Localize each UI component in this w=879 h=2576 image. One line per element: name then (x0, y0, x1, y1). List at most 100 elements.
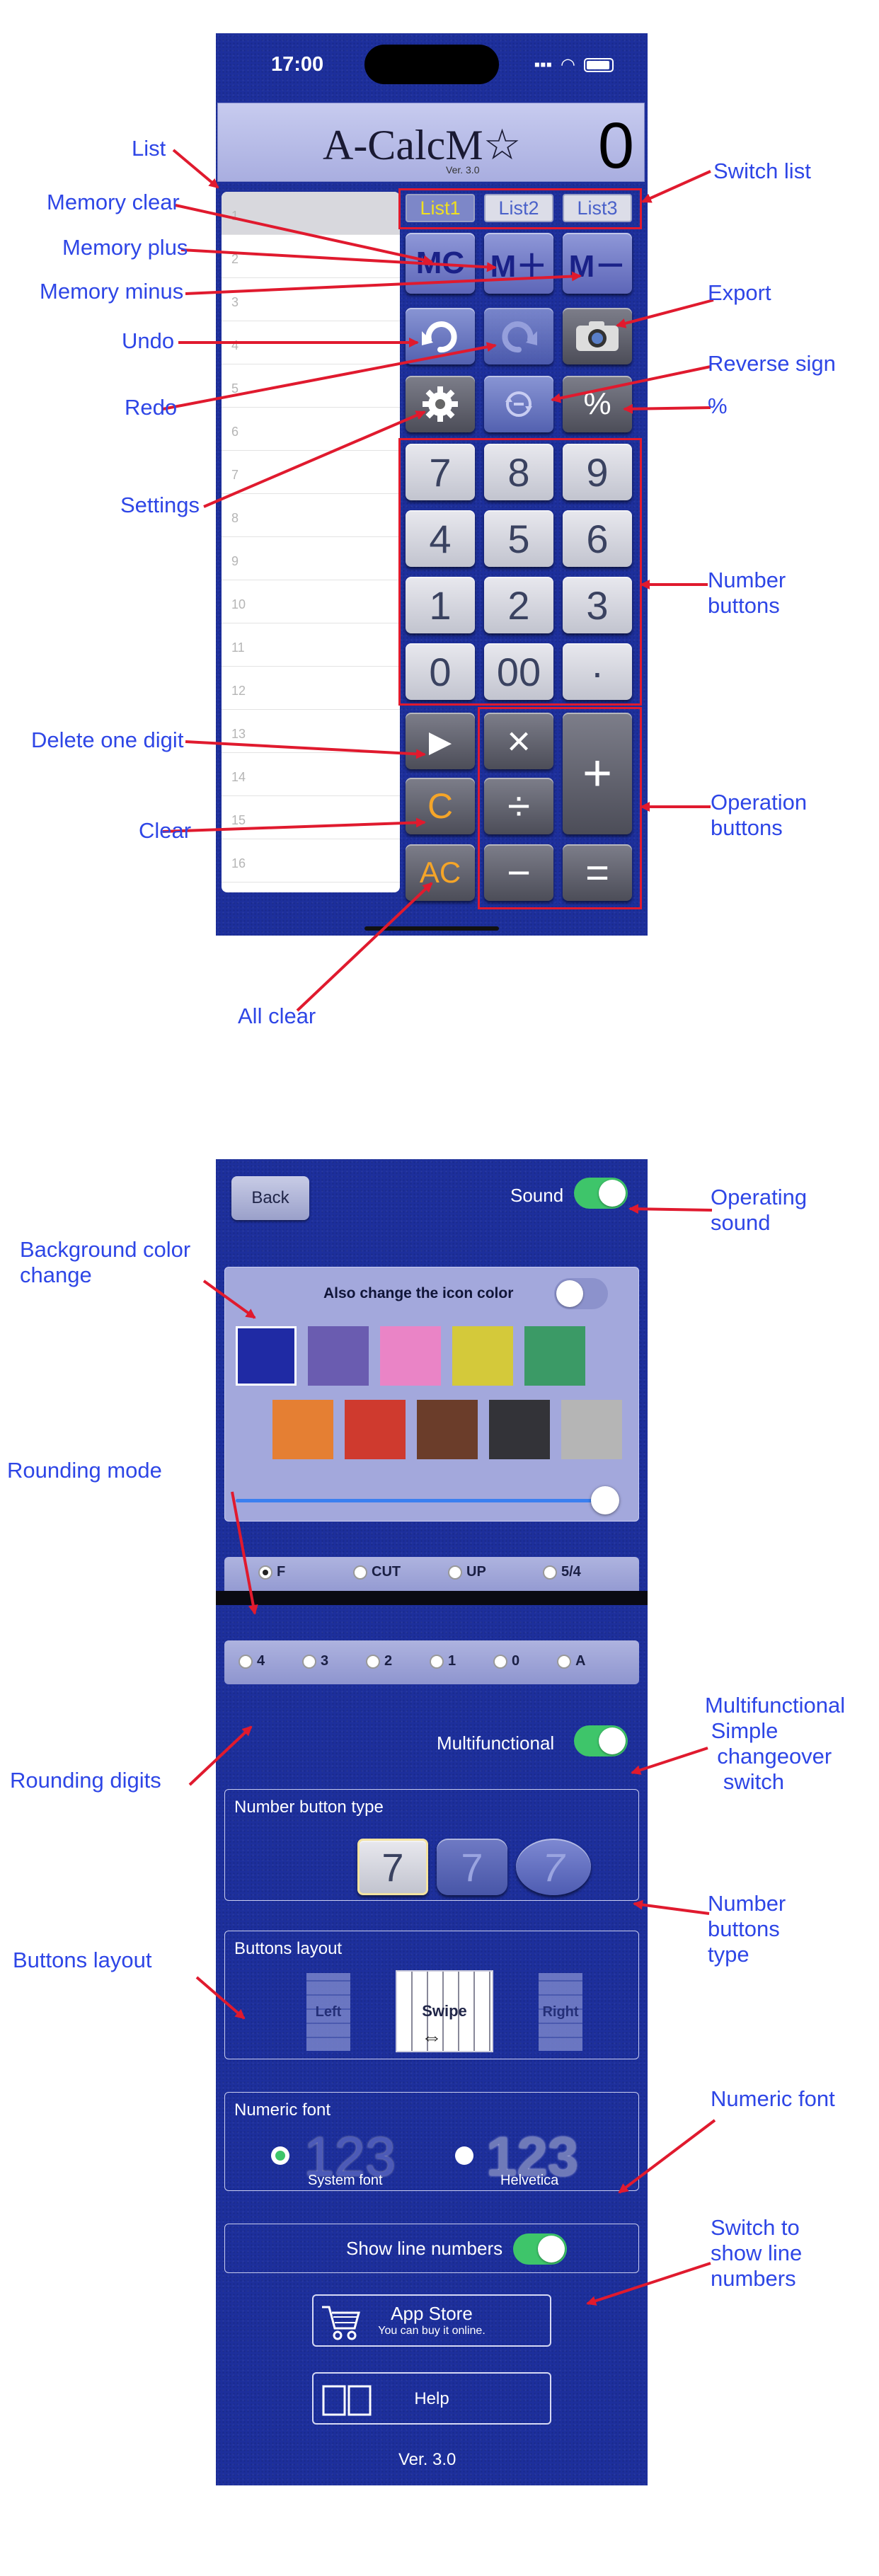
list-item[interactable]: 9 (222, 537, 400, 580)
settings-screen: Back Sound Also change the icon color F … (216, 1159, 648, 2485)
list-item[interactable]: 11 (222, 623, 400, 667)
plus-button[interactable]: + (563, 713, 632, 834)
export-button[interactable] (563, 308, 632, 364)
list-item[interactable]: 12 (222, 667, 400, 710)
color-swatch-green[interactable] (524, 1326, 585, 1386)
brightness-slider-thumb[interactable] (591, 1486, 619, 1514)
color-swatch-yellow[interactable] (452, 1326, 513, 1386)
list-item[interactable]: 16 (222, 839, 400, 882)
decimal-point-button[interactable]: · (563, 643, 632, 700)
undo-button[interactable] (406, 308, 475, 364)
font-option-system-radio[interactable] (271, 2146, 289, 2165)
number-6-button[interactable]: 6 (563, 510, 632, 567)
number-button-type-oval[interactable]: 7 (516, 1839, 591, 1895)
show-line-numbers-toggle[interactable] (513, 2233, 567, 2265)
app-store-label: App Store (391, 2303, 473, 2324)
color-swatch-black[interactable] (489, 1400, 550, 1459)
annotation-switch-list: Switch list (713, 159, 811, 183)
annotation-memory-clear: Memory clear (47, 190, 180, 214)
color-swatch-orange[interactable] (272, 1400, 333, 1459)
rounding-digit-2[interactable]: 2 (366, 1653, 392, 1669)
number-4-button[interactable]: 4 (406, 510, 475, 567)
rounding-digit-3[interactable]: 3 (302, 1653, 328, 1669)
rounding-digit-a[interactable]: A (557, 1653, 585, 1669)
divide-button[interactable]: ÷ (484, 778, 553, 834)
layout-option-swipe[interactable]: Swipe (396, 1970, 493, 2052)
number-2-button[interactable]: 2 (484, 577, 553, 633)
sound-toggle[interactable] (574, 1178, 628, 1209)
number-button-type-rounded[interactable]: 7 (437, 1839, 507, 1895)
percent-button[interactable]: % (563, 376, 632, 432)
list-item[interactable]: 7 (222, 451, 400, 494)
history-list[interactable]: 1 2 3 4 5 6 7 8 9 10 11 12 13 14 15 16 (222, 192, 400, 892)
list-item[interactable]: 3 (222, 278, 400, 321)
annotation-export: Export (708, 280, 771, 305)
number-button-type-square[interactable]: 7 (357, 1839, 428, 1895)
rounding-digit-4[interactable]: 4 (239, 1653, 265, 1669)
show-line-numbers-panel (224, 2224, 639, 2273)
list-item[interactable]: 15 (222, 796, 400, 839)
show-line-numbers-label: Show line numbers (346, 2238, 503, 2259)
help-label: Help (414, 2389, 449, 2408)
number-8-button[interactable]: 8 (484, 444, 553, 500)
color-swatch-pink[interactable] (380, 1326, 441, 1386)
number-00-button[interactable]: 00 (484, 643, 553, 700)
color-swatch-red[interactable] (345, 1400, 406, 1459)
minus-button[interactable]: − (484, 844, 553, 901)
equals-button[interactable]: = (563, 844, 632, 901)
number-3-button[interactable]: 3 (563, 577, 632, 633)
memory-plus-button[interactable]: M＋ (484, 233, 553, 294)
icon-color-toggle[interactable] (554, 1278, 608, 1309)
signal-icon: ▪▪▪ (534, 54, 553, 74)
clear-button[interactable]: C (406, 778, 475, 834)
rounding-mode-cut[interactable]: CUT (353, 1564, 401, 1580)
multiply-button[interactable]: × (484, 713, 553, 769)
list-item[interactable]: 1 (222, 192, 400, 235)
help-button[interactable]: Help (312, 2372, 551, 2425)
layout-option-left[interactable]: Left (306, 1973, 350, 2051)
delete-one-digit-button[interactable]: ▶ (406, 713, 475, 769)
color-swatch-blue[interactable] (236, 1326, 297, 1386)
rounding-digit-0[interactable]: 0 (493, 1653, 519, 1669)
number-1-button[interactable]: 1 (406, 577, 475, 633)
color-swatch-purple[interactable] (308, 1326, 369, 1386)
list-item[interactable]: 10 (222, 580, 400, 623)
rounding-mode-up[interactable]: UP (448, 1564, 486, 1580)
brightness-slider-track[interactable] (236, 1499, 604, 1502)
number-0-button[interactable]: 0 (406, 643, 475, 700)
book-icon (322, 2385, 372, 2416)
color-swatch-brown[interactable] (417, 1400, 478, 1459)
list-item[interactable]: 14 (222, 753, 400, 796)
redo-button[interactable] (484, 308, 553, 364)
memory-clear-button[interactable]: MC (406, 233, 475, 294)
multifunctional-toggle[interactable] (574, 1725, 628, 1756)
rounding-mode-5-4[interactable]: 5/4 (543, 1564, 581, 1580)
number-9-button[interactable]: 9 (563, 444, 632, 500)
settings-button[interactable] (406, 376, 475, 432)
memory-minus-button[interactable]: M－ (563, 233, 632, 294)
app-logo: A-CalcM☆ (323, 122, 522, 168)
notch (364, 45, 499, 84)
back-button[interactable]: Back (231, 1176, 309, 1220)
rounding-digit-1[interactable]: 1 (430, 1653, 456, 1669)
layout-option-right[interactable]: Right (539, 1973, 582, 2051)
list-item[interactable]: 4 (222, 321, 400, 364)
number-5-button[interactable]: 5 (484, 510, 553, 567)
list-item[interactable]: 8 (222, 494, 400, 537)
list-item[interactable]: 5 (222, 364, 400, 408)
font-option-helvetica-radio[interactable] (455, 2146, 473, 2165)
tab-list3[interactable]: List3 (563, 194, 632, 222)
font-sample-helvetica: 123 (486, 2125, 579, 2187)
app-store-sublabel: You can buy it online. (378, 2325, 486, 2337)
list-item[interactable]: 6 (222, 408, 400, 451)
rounding-mode-f[interactable]: F (258, 1564, 285, 1580)
reverse-sign-button[interactable] (484, 376, 553, 432)
list-item[interactable]: 13 (222, 710, 400, 753)
tab-list2[interactable]: List2 (484, 194, 553, 222)
list-item[interactable]: 2 (222, 235, 400, 278)
all-clear-button[interactable]: AC (406, 844, 475, 901)
color-swatch-gray[interactable] (561, 1400, 622, 1459)
app-store-button[interactable]: App Store You can buy it online. (312, 2294, 551, 2347)
shopping-cart-icon (322, 2306, 360, 2340)
home-indicator (364, 926, 499, 931)
